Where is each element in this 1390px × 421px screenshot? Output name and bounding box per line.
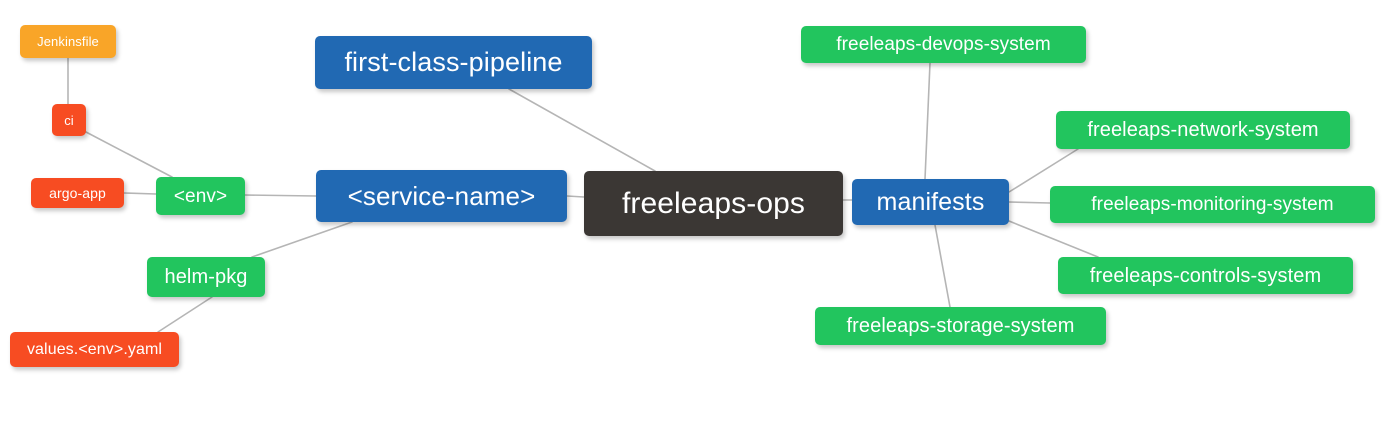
node-service-name[interactable]: <service-name> xyxy=(316,170,567,222)
node-label-jenkinsfile: Jenkinsfile xyxy=(37,34,99,49)
node-manifests[interactable]: manifests xyxy=(852,179,1009,225)
edge-ci-to-env xyxy=(85,131,173,178)
node-freeleaps-monitoring-system[interactable]: freeleaps-monitoring-system xyxy=(1050,186,1375,223)
node-jenkinsfile[interactable]: Jenkinsfile xyxy=(20,25,116,58)
node-first-class-pipeline[interactable]: first-class-pipeline xyxy=(315,36,592,89)
node-freeleaps-network-system[interactable]: freeleaps-network-system xyxy=(1056,111,1350,149)
node-label-freeleaps-storage-system: freeleaps-storage-system xyxy=(846,315,1075,337)
node-label-service-name: <service-name> xyxy=(347,181,536,211)
edge-manifests-to-freeleaps-monitoring-system xyxy=(1008,201,1051,204)
node-freeleaps-controls-system[interactable]: freeleaps-controls-system xyxy=(1058,257,1353,294)
node-freeleaps-devops-system[interactable]: freeleaps-devops-system xyxy=(801,26,1086,63)
edge-helm-pkg-to-service-name xyxy=(251,221,353,258)
edge-service-name-to-freeleaps-ops xyxy=(566,195,585,198)
node-argo-app[interactable]: argo-app xyxy=(31,178,124,208)
edge-manifests-to-freeleaps-storage-system xyxy=(934,224,951,308)
edge-env-to-service-name xyxy=(244,194,317,197)
edge-first-class-pipeline-to-freeleaps-ops xyxy=(508,88,656,172)
edge-values-yaml-to-helm-pkg xyxy=(157,296,213,333)
edge-manifests-to-freeleaps-devops-system xyxy=(924,62,931,180)
node-label-env: <env> xyxy=(173,185,228,207)
node-label-freeleaps-devops-system: freeleaps-devops-system xyxy=(836,34,1051,55)
node-label-freeleaps-network-system: freeleaps-network-system xyxy=(1087,119,1319,141)
node-label-helm-pkg: helm-pkg xyxy=(164,266,248,288)
node-label-first-class-pipeline: first-class-pipeline xyxy=(344,47,563,77)
node-label-manifests: manifests xyxy=(876,187,985,216)
node-env[interactable]: <env> xyxy=(156,177,245,215)
edge-manifests-to-freeleaps-controls-system xyxy=(1008,220,1099,258)
node-label-freeleaps-monitoring-system: freeleaps-monitoring-system xyxy=(1091,194,1334,215)
node-freeleaps-storage-system[interactable]: freeleaps-storage-system xyxy=(815,307,1106,345)
node-label-argo-app: argo-app xyxy=(49,185,106,201)
node-values-yaml[interactable]: values.<env>.yaml xyxy=(10,332,179,367)
node-label-freeleaps-controls-system: freeleaps-controls-system xyxy=(1089,264,1322,287)
node-ci[interactable]: ci xyxy=(52,104,86,136)
node-label-values-yaml: values.<env>.yaml xyxy=(26,340,163,358)
node-label-freeleaps-ops: freeleaps-ops xyxy=(621,186,806,220)
node-freeleaps-ops[interactable]: freeleaps-ops xyxy=(584,171,843,236)
node-helm-pkg[interactable]: helm-pkg xyxy=(147,257,265,297)
node-label-ci: ci xyxy=(64,112,74,128)
edge-argo-app-to-env xyxy=(123,192,157,195)
